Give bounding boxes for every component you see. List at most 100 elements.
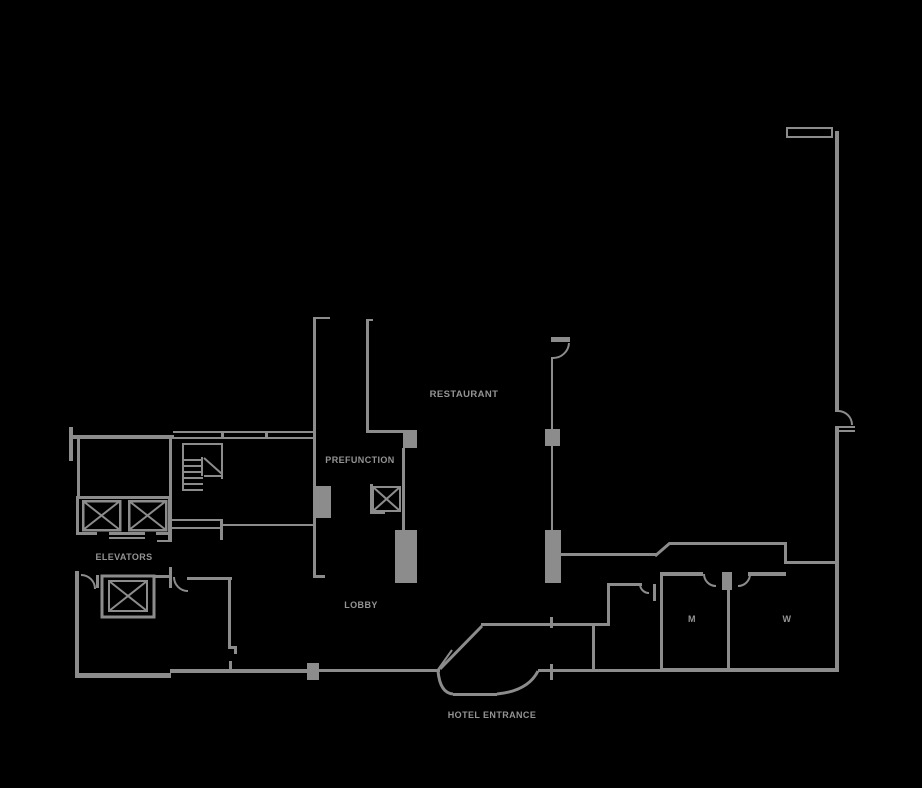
south-wall-pier — [307, 663, 319, 680]
elev-bank-bottom-b — [109, 532, 145, 535]
window-bay-northeast — [786, 127, 833, 138]
svc-room-east-jog-tick — [234, 646, 237, 654]
label-lobby: LOBBY — [344, 600, 378, 610]
svc-room-east-jog — [228, 646, 237, 649]
restroom-lobby-north — [669, 542, 786, 545]
svc-room-door-jamb-a — [96, 575, 99, 588]
stair-arrow-diagonal — [203, 457, 223, 475]
elevator-shaft-2 — [127, 499, 168, 532]
service-elevator-shaft — [372, 486, 401, 512]
south-wall-lobby — [319, 669, 440, 672]
center-pier-mid — [545, 429, 560, 446]
stair-left-wall — [182, 443, 184, 491]
corridor-closet-west — [607, 583, 610, 626]
restroom-divider-wall — [727, 590, 730, 670]
east-door-arc — [837, 410, 853, 426]
service-elevator-shaft-diag-2 — [372, 486, 401, 512]
svc-room-north-a — [154, 575, 170, 578]
north-wall-endcap — [69, 427, 73, 461]
entry-canopy-diagonal — [438, 624, 484, 671]
prefunction-west-foot — [313, 575, 325, 578]
restroom-door-jamb — [722, 572, 732, 590]
elevator-shaft-3-inner — [108, 580, 148, 612]
elev-bank-right — [168, 496, 172, 542]
vestibule-floor-line — [453, 693, 497, 696]
mens-west-wall — [660, 576, 663, 669]
mens-north-wall — [660, 572, 703, 576]
center-wall-cap — [551, 337, 570, 342]
elevator-shaft-1 — [81, 499, 122, 532]
elevator-shaft-1-diag-2 — [82, 500, 121, 531]
label-mens-room: M — [688, 614, 696, 624]
lobby-counter-line-a — [172, 519, 222, 521]
center-wall-upper — [551, 357, 553, 430]
storefront-lower-line — [173, 437, 315, 439]
restroom-lobby-east-jog — [784, 542, 787, 564]
label-elevators: ELEVATORS — [95, 552, 152, 562]
lobby-column — [395, 530, 417, 583]
label-hotel-entrance: HOTEL ENTRANCE — [448, 710, 536, 720]
svc-room-door-jamb-b — [169, 567, 172, 588]
entrance-mullion-b — [592, 623, 595, 672]
south-wall-mid — [170, 669, 309, 673]
east-wall-lower — [835, 426, 839, 672]
storefront-mullion-1 — [221, 431, 224, 439]
prefunction-west-cap — [313, 317, 330, 319]
entrance-mullion-a-upper — [550, 617, 553, 628]
restroom-corridor-north — [558, 553, 656, 556]
elev-bank-left — [76, 496, 79, 535]
east-wall-upper — [835, 131, 839, 412]
service-elev-jamb-h — [370, 511, 385, 514]
restaurant-pier-west — [403, 430, 417, 448]
restroom-door-arc-w — [737, 573, 751, 587]
restroom-entry-diagonal — [654, 541, 671, 558]
svc-room-door-arc-a — [80, 574, 96, 590]
svc-room-north-b — [187, 577, 232, 580]
prefunction-east-wall — [366, 320, 369, 432]
lobby-counter-line-b — [172, 527, 222, 529]
south-wall-entrance-east — [538, 669, 661, 672]
vestibule-corner-arc-left — [436, 670, 454, 696]
prefunction-east-cap — [366, 319, 373, 321]
elev-bank-foot — [157, 540, 172, 542]
stair-west-partition — [169, 439, 172, 497]
label-womens-room: W — [783, 614, 792, 624]
elevator-shaft-2-diag-2 — [128, 500, 167, 531]
svc-room-east-wall — [228, 580, 231, 648]
closet-door-arc — [639, 583, 650, 594]
prefunction-west-pier — [315, 486, 331, 518]
lobby-counter-stub — [220, 519, 223, 540]
elev-bank-bottom-a — [76, 532, 97, 535]
west-wall-lower — [75, 571, 79, 676]
elevator-shaft-3-inner-diag-2 — [108, 580, 148, 612]
center-column-south — [545, 530, 561, 583]
restaurant-south-wall — [366, 430, 404, 433]
storefront-upper-line — [173, 431, 315, 433]
elev-bank-top — [76, 496, 172, 499]
center-wall-lower — [551, 446, 553, 530]
elev-bank-bottom-c — [156, 532, 172, 535]
prefunction-west-wall — [313, 318, 316, 577]
entry-door-leaf — [436, 649, 453, 672]
east-door-head-b — [838, 430, 855, 432]
svc-room-east-tick — [229, 661, 232, 669]
lobby-north-wall — [222, 524, 315, 526]
elev-bank-sill — [109, 537, 145, 539]
corridor-closet-north — [608, 583, 642, 586]
womens-north-wall-east — [784, 561, 836, 564]
closet-door-leaf — [653, 584, 656, 601]
center-door-arc — [552, 342, 570, 360]
storefront-mullion-2 — [265, 431, 268, 439]
service-elev-jamb-v — [370, 484, 373, 514]
stair-right-wall — [221, 443, 223, 479]
stair-top-wall — [182, 443, 223, 445]
vestibule-north-wall — [481, 623, 610, 626]
west-wall-upper — [77, 439, 80, 497]
restroom-door-arc-m — [703, 573, 717, 587]
service-core-wall — [402, 448, 405, 530]
restroom-south-wall — [660, 668, 839, 672]
elevator-shaft-3-outer — [100, 574, 156, 619]
south-wall-west — [75, 673, 171, 678]
